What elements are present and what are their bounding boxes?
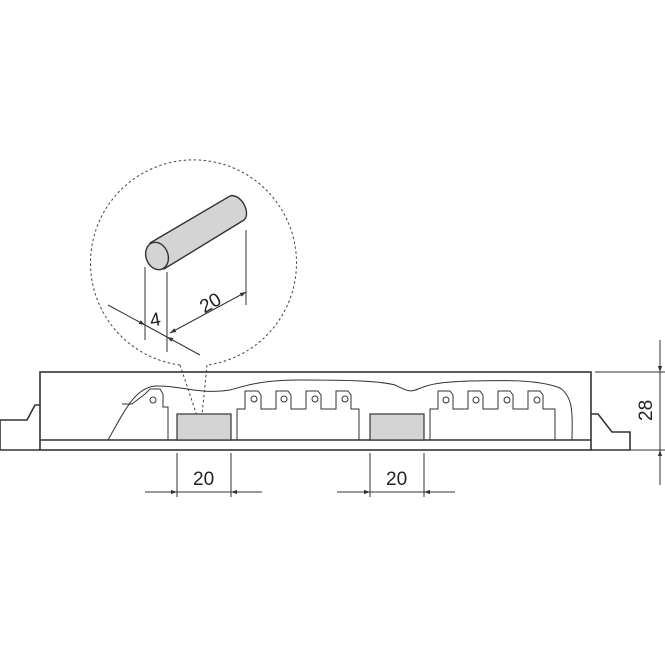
insert-left: [176, 413, 232, 441]
cylindrical-pin: [144, 194, 248, 271]
housing-outline: [39, 371, 592, 451]
left-insert-width-label: 20: [193, 469, 214, 490]
terminal-hole: [311, 395, 319, 403]
insert-right: [369, 413, 425, 441]
right-insert-width-label: 20: [386, 469, 407, 490]
terminal-block-middle: [236, 390, 360, 440]
height-label: 28: [636, 400, 657, 421]
terminal-block-right: [429, 390, 556, 440]
left-flange: [0, 404, 40, 451]
height-dimension: 28: [595, 340, 665, 485]
detail-circle: [90, 159, 297, 366]
dimension-arrow: [166, 336, 201, 356]
pin-diameter-label: 4: [148, 309, 162, 332]
terminal-hole: [503, 396, 511, 404]
dimension-line: [144, 324, 168, 338]
leader-line-left: [179, 364, 201, 426]
terminal-block-left: [122, 388, 169, 440]
breakout-line: [107, 379, 573, 441]
terminal-hole: [341, 395, 349, 403]
pin-length-label: 20: [196, 289, 225, 318]
terminal-hole: [280, 395, 288, 403]
dimension-arrow: [107, 304, 146, 326]
terminal-hole: [149, 396, 157, 404]
terminal-hole: [472, 396, 480, 404]
terminal-hole: [533, 396, 541, 404]
terminal-hole: [442, 396, 450, 404]
bottom-dimensions: 20 20: [145, 453, 455, 497]
dimension-line: [169, 291, 247, 334]
terminal-hole: [250, 395, 258, 403]
right-flange: [591, 413, 631, 451]
housing-body: [0, 371, 631, 451]
detail-view: 4 20: [90, 159, 297, 426]
